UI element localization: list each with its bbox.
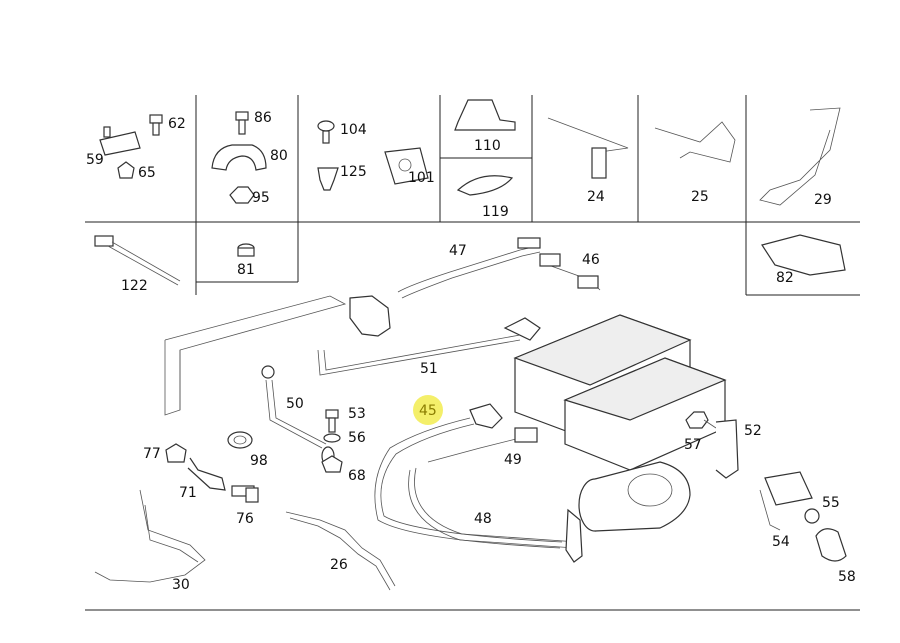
label-125[interactable]: 125 [340,164,367,180]
grid-lines [85,95,860,611]
label-104[interactable]: 104 [340,122,367,138]
part-59-bracket[interactable] [99,126,141,156]
label-76[interactable]: 76 [236,511,254,527]
label-81[interactable]: 81 [237,262,255,278]
label-29[interactable]: 29 [814,192,832,208]
part-45-cable[interactable] [374,403,563,549]
label-122[interactable]: 122 [121,278,148,294]
label-53[interactable]: 53 [348,406,366,422]
part-47-cable[interactable] [397,237,541,299]
label-47[interactable]: 47 [449,243,467,259]
part-71-bracket[interactable] [187,457,226,491]
label-49[interactable]: 49 [504,452,522,468]
part-65-nut[interactable] [117,161,135,179]
label-82[interactable]: 82 [776,270,794,286]
label-101[interactable]: 101 [408,170,435,186]
part-58-cap[interactable] [815,528,847,562]
label-30[interactable]: 30 [172,577,190,593]
part-24-bracket[interactable] [547,117,629,179]
label-24[interactable]: 24 [587,189,605,205]
label-52[interactable]: 52 [744,423,762,439]
part-48-cable[interactable] [408,467,583,563]
part-98-grommet[interactable] [227,431,253,449]
part-101-plate[interactable] [384,147,429,185]
part-55-nut[interactable] [804,508,820,524]
part-119-tie[interactable] [456,175,514,196]
part-86-bolt[interactable] [235,111,249,135]
label-119[interactable]: 119 [482,204,509,220]
label-71[interactable]: 71 [179,485,197,501]
starter-motor[interactable] [578,461,691,532]
label-95[interactable]: 95 [252,190,270,206]
part-26-bracket[interactable] [285,511,396,591]
part-62-bolt[interactable] [149,114,163,136]
part-77-nut[interactable] [165,443,187,463]
part-53-bolt[interactable] [325,409,339,433]
label-57[interactable]: 57 [684,437,702,453]
label-98[interactable]: 98 [250,453,268,469]
part-68-nut[interactable] [321,455,343,473]
label-56[interactable]: 56 [348,430,366,446]
part-81-spacer[interactable] [237,243,255,257]
part-76-bolt[interactable] [231,485,259,503]
part-52-bracket[interactable] [715,419,739,479]
part-122-cable-tie[interactable] [94,235,181,286]
label-110[interactable]: 110 [474,138,501,154]
label-25[interactable]: 25 [691,189,709,205]
label-68[interactable]: 68 [348,468,366,484]
part-57-bolt[interactable] [685,411,717,429]
part-82-bracket[interactable] [761,234,846,276]
label-46[interactable]: 46 [582,252,600,268]
part-30-bracket[interactable] [94,489,206,583]
label-55[interactable]: 55 [822,495,840,511]
label-86[interactable]: 86 [254,110,272,126]
part-49-cable[interactable] [427,427,538,463]
frame-rail [164,295,347,416]
part-54-relay[interactable] [759,471,813,531]
part-labels: 62 59 65 86 80 95 104 125 101 110 119 24… [86,110,856,593]
part-104-screw[interactable] [317,120,335,144]
label-62[interactable]: 62 [168,116,186,132]
part-29-bracket[interactable] [759,107,841,206]
label-45[interactable]: 45 [419,403,437,419]
part-46-cable[interactable] [539,253,601,291]
label-51[interactable]: 51 [420,361,438,377]
label-58[interactable]: 58 [838,569,856,585]
part-51-cable[interactable] [317,317,541,376]
part-125-clip[interactable] [317,167,339,191]
label-80[interactable]: 80 [270,148,288,164]
label-54[interactable]: 54 [772,534,790,550]
label-50[interactable]: 50 [286,396,304,412]
part-80-clamp[interactable] [211,144,267,171]
label-77[interactable]: 77 [143,446,161,462]
relay-box[interactable] [349,295,391,337]
label-26[interactable]: 26 [330,557,348,573]
highlight-marker [413,395,443,425]
part-95-nut[interactable] [229,186,255,204]
part-110-holder[interactable] [454,99,516,131]
battery-front[interactable] [563,357,727,471]
part-56-washer[interactable] [323,433,341,443]
part-50-cable[interactable] [261,365,335,466]
label-59[interactable]: 59 [86,152,104,168]
part-25-bracket[interactable] [654,121,736,163]
label-48[interactable]: 48 [474,511,492,527]
label-65[interactable]: 65 [138,165,156,181]
